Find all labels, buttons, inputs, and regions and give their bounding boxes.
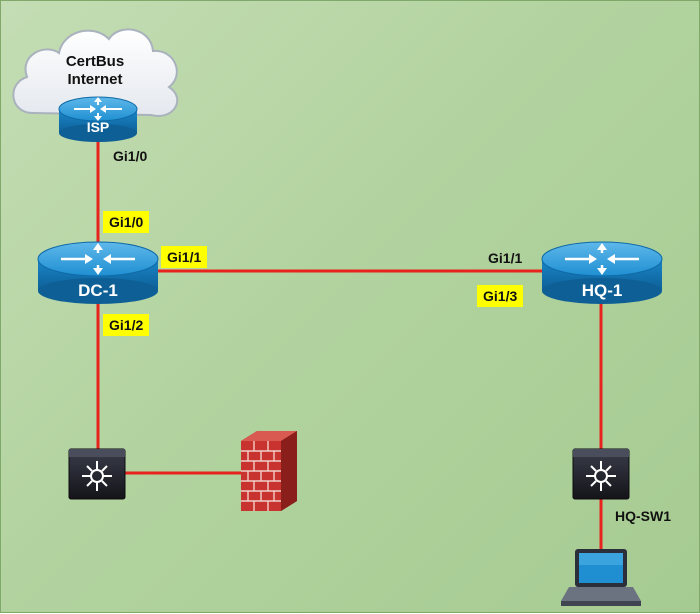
- hq-sw1-switch-icon: [572, 448, 630, 500]
- hq-sw1-label: HQ-SW1: [615, 508, 671, 524]
- dc1-gi11-label: Gi1/1: [161, 246, 208, 268]
- isp-interface-label: Gi1/0: [113, 148, 148, 164]
- dc-switch-icon: [68, 448, 126, 500]
- hq1-gi11-label: Gi1/1: [488, 250, 523, 266]
- hq1-router-label: HQ-1: [581, 281, 623, 300]
- internet-cloud-icon: [12, 28, 179, 118]
- hq1-router-icon: [541, 241, 663, 304]
- isp-router-icon: [58, 96, 138, 142]
- cloud-label-line1: CertBus: [65, 53, 125, 70]
- firewall-icon: [241, 431, 297, 511]
- dc1-gi10-label: Gi1/0: [103, 211, 150, 233]
- laptop-icon: [561, 549, 641, 606]
- isp-router-label: ISP: [86, 119, 110, 135]
- cloud-label-line2: Internet: [67, 71, 123, 88]
- cloud-label: CertBus Internet: [49, 53, 141, 89]
- dc1-router-icon: [37, 241, 159, 304]
- dc1-router-label: DC-1: [78, 281, 118, 300]
- hq1-gi13-label: Gi1/3: [477, 285, 524, 307]
- dc1-gi12-label: Gi1/2: [103, 314, 150, 336]
